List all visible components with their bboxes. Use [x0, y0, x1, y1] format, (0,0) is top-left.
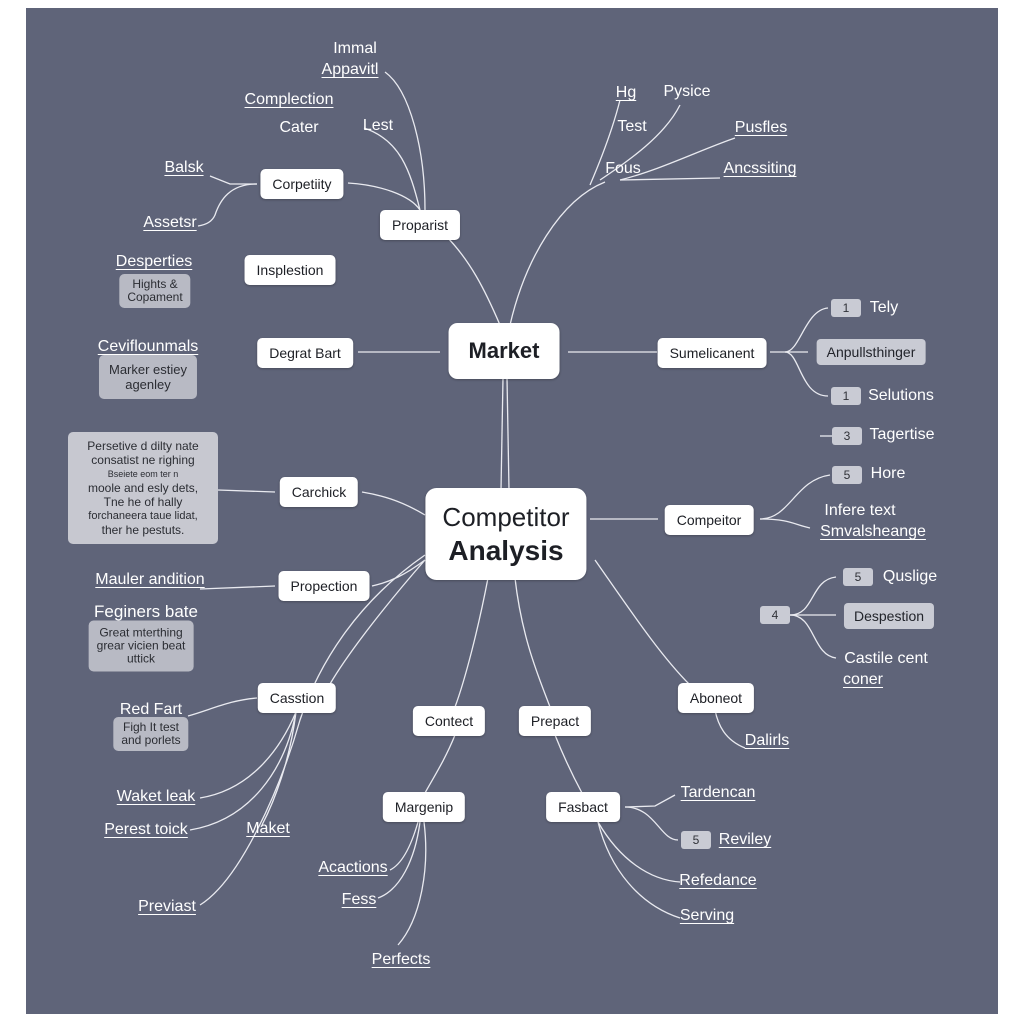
node-margenip[interactable]: Margenip: [382, 792, 466, 822]
note-great-line-2: grear vicien beat: [96, 638, 186, 653]
node-proparist[interactable]: Proparist: [379, 210, 461, 240]
label-cater: Cater: [279, 119, 319, 136]
label-previast: Previast: [138, 898, 196, 915]
note-figh-line-2: and porlets: [121, 733, 181, 747]
competitor-analysis-node[interactable]: Competitor Analysis: [425, 488, 587, 580]
label-complection: Complection: [244, 91, 334, 108]
label-mauler-andition: Mauler andition: [95, 571, 205, 588]
note-hights-line-1: Hights &: [132, 277, 178, 291]
note-big-line-5: Tne he of hally: [103, 495, 183, 509]
label-smvalsheange: Smvalsheange: [820, 523, 926, 540]
node-compeitor[interactable]: Compeitor: [664, 505, 754, 535]
note-great-line-3: uttick: [126, 651, 155, 666]
note-big-line-4: moole and esly dets,: [87, 481, 199, 495]
node-casstion[interactable]: Casstion: [257, 683, 337, 713]
label-quslige: Quslige: [882, 568, 938, 585]
label-reviley: Reviley: [718, 831, 772, 848]
label-tardencan: Tardencan: [680, 784, 756, 801]
label-pysice: Pysice: [663, 83, 711, 100]
node-sumelicanent[interactable]: Sumelicanent: [657, 338, 767, 368]
note-marker-line-1: Marker estiey: [108, 362, 188, 377]
note-great-line-1: Great mterthing: [99, 625, 183, 640]
label-fous: Fous: [605, 160, 641, 177]
note-figh: Figh It test and porlets: [113, 717, 189, 751]
label-castile-cent: Castile cent: [844, 650, 928, 667]
label-hore: Hore: [870, 465, 906, 482]
badge-quslige: 5: [843, 568, 873, 586]
label-coner: coner: [842, 671, 884, 688]
label-acactions: Acactions: [318, 859, 388, 876]
note-big-line-6: forchaneera taue lidat,: [88, 510, 198, 522]
label-ancssiting: Ancssiting: [723, 160, 797, 177]
node-aboneot[interactable]: Aboneot: [677, 683, 755, 713]
node-prepact[interactable]: Prepact: [518, 706, 592, 736]
market-node[interactable]: Market: [448, 323, 560, 379]
label-waket-leak: Waket leak: [116, 788, 196, 805]
node-contect[interactable]: Contect: [412, 706, 486, 736]
note-big-line-1: Persetive d dilty nate: [87, 439, 199, 453]
badge-tely: 1: [831, 299, 861, 317]
node-propection[interactable]: Propection: [278, 571, 370, 601]
badge-tagertise: 3: [832, 427, 862, 445]
node-corpetiity[interactable]: Corpetiity: [260, 169, 344, 199]
note-marker: Marker estiey agenley: [98, 355, 198, 399]
badge-hore: 5: [832, 466, 862, 484]
badge-four: 4: [760, 606, 790, 624]
label-maket: Maket: [246, 820, 290, 837]
tag-anpullsthinger[interactable]: Anpullsthinger: [816, 339, 926, 365]
label-ceviflounmals: Ceviflounmals: [97, 338, 199, 355]
note-persetive: Persetive d dilty nate consatist ne righ…: [68, 432, 218, 544]
label-fess: Fess: [341, 891, 377, 908]
label-refedance: Refedance: [679, 872, 757, 889]
center-line-1: Competitor: [442, 502, 570, 532]
badge-selutions: 1: [831, 387, 861, 405]
label-immal: Immal: [333, 40, 377, 57]
label-perest-toick: Perest toick: [104, 821, 188, 838]
label-assetsr: Assetsr: [143, 214, 197, 231]
label-dalirls: Dalirls: [744, 732, 790, 749]
label-tely: Tely: [869, 299, 899, 316]
note-figh-line-1: Figh It test: [122, 720, 180, 734]
node-degrat-bart[interactable]: Degrat Bart: [257, 338, 353, 368]
node-insplestion[interactable]: Insplestion: [244, 255, 336, 285]
label-infere-text: Infere text: [824, 502, 896, 519]
label-tagertise: Tagertise: [869, 426, 935, 443]
label-hg: Hg: [615, 84, 637, 101]
badge-reviley: 5: [681, 831, 711, 849]
note-marker-line-2: agenley: [125, 377, 171, 392]
note-big-line-3: Bseiete eom ter n: [107, 469, 179, 479]
node-fasbact[interactable]: Fasbact: [546, 792, 620, 822]
note-big-line-2: consatist ne righing: [91, 453, 195, 467]
note-big-line-7: ther he pestuts.: [101, 523, 185, 537]
note-hights-line-2: Copament: [127, 290, 183, 304]
label-lest: Lest: [362, 117, 394, 134]
label-selutions: Selutions: [868, 387, 934, 404]
node-carchick[interactable]: Carchick: [279, 477, 359, 507]
label-test: Test: [617, 118, 647, 135]
label-desperties: Desperties: [115, 253, 193, 270]
label-balsk: Balsk: [164, 159, 204, 176]
label-serving: Serving: [679, 907, 735, 924]
label-pusfles: Pusfles: [734, 119, 788, 136]
label-feginers-bate: Feginers bate: [94, 602, 198, 621]
note-great: Great mterthing grear vicien beat uttick: [88, 620, 194, 672]
label-red-fart: Red Fart: [119, 701, 183, 718]
tag-despestion[interactable]: Despestion: [843, 603, 935, 629]
note-hights: Hights & Copament: [119, 274, 191, 308]
label-appavitl: Appavitl: [321, 61, 379, 78]
center-line-2: Analysis: [448, 535, 564, 566]
label-perfects: Perfects: [371, 951, 431, 968]
